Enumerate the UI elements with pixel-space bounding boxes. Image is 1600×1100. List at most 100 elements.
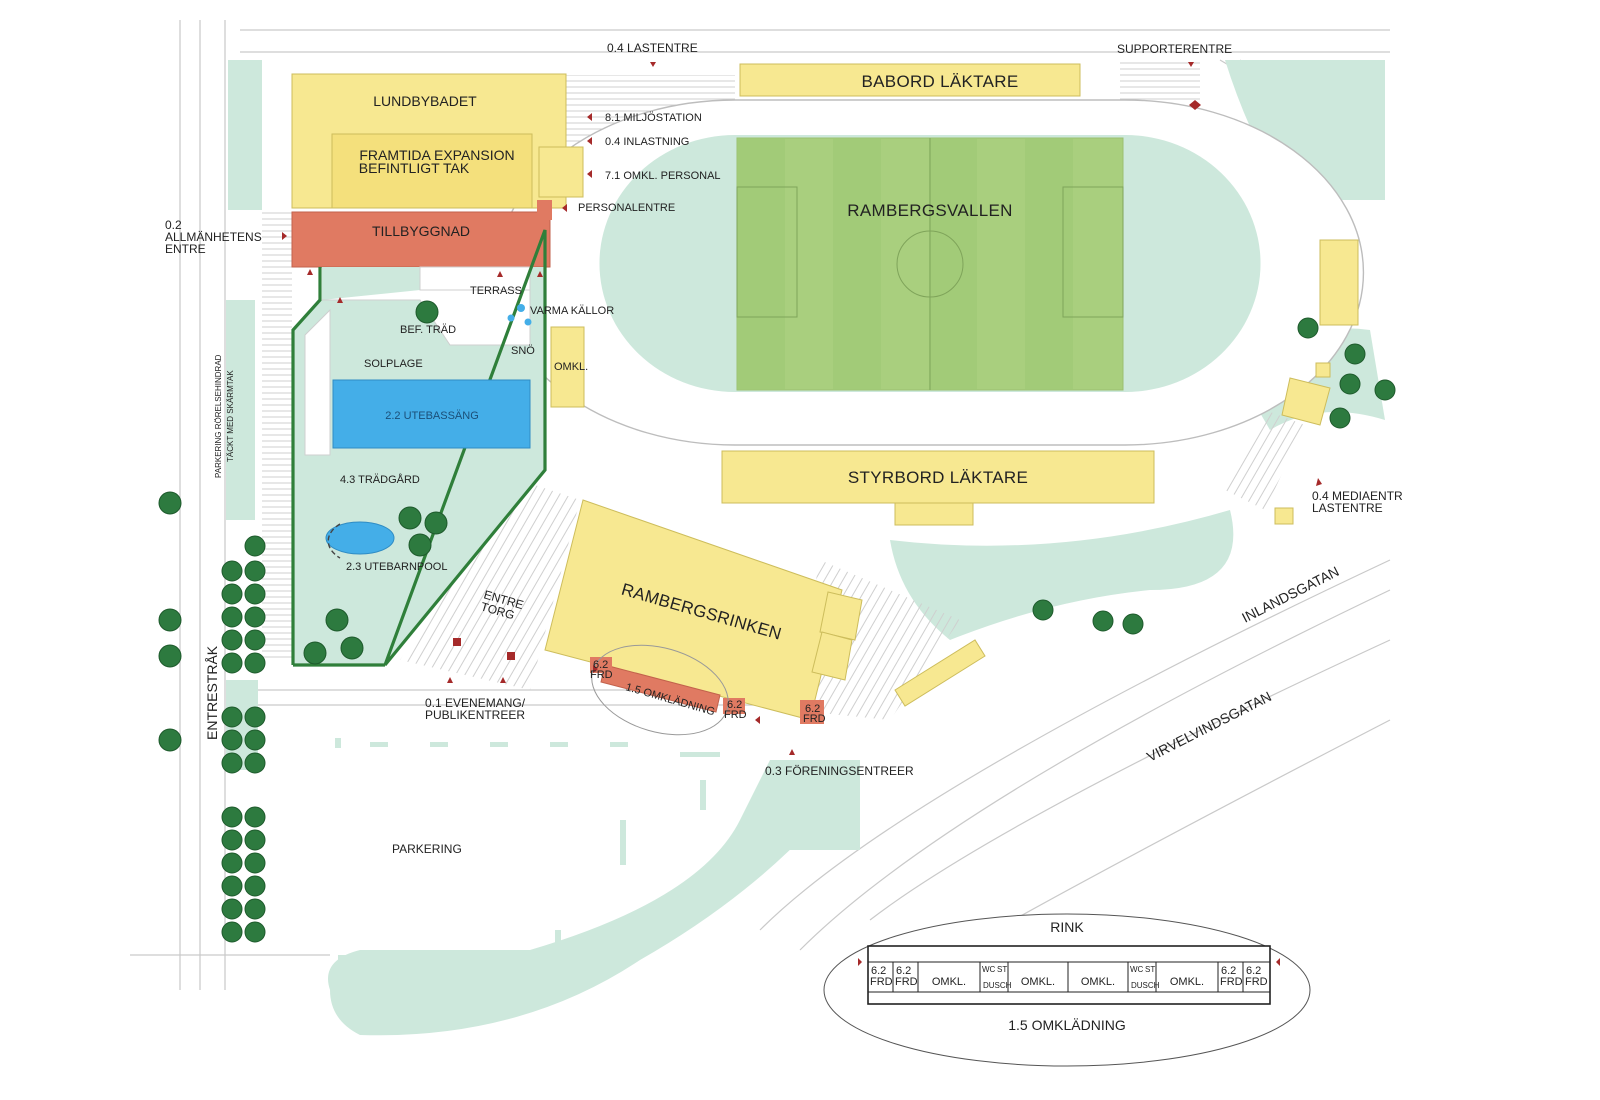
utebarnpool [325,521,395,555]
tree-icon [158,728,182,752]
tree-icon [221,729,243,751]
babord-laktare [739,63,1081,97]
label-lastentre-top: 0.4 LASTENTRE [607,41,698,55]
entry-markers [282,62,1322,755]
inset-st-2: ST [1145,965,1155,974]
tree-icon [244,875,266,897]
tree-icon [221,752,243,774]
label-solplage: SOLPLAGE [364,358,423,370]
inset-frd-2-num: 6.2 [896,965,911,977]
lundbybadet-building: LUNDBYBADET FRAMTIDA EXPANSION BEFINTLIG… [291,73,584,301]
label-tillbyggnad: TILLBYGGNAD [372,223,470,239]
tree-icon [244,921,266,943]
label-befintligt-tak: BEFINTLIGT TAK [359,160,470,176]
label-foreningsentreer: 0.3 FÖRENINGSENTREER [765,764,914,778]
outdoor-area [291,229,585,667]
tree-icon [221,921,243,943]
tree-icon [1092,610,1114,632]
inset-frd-3-num: 6.2 [1221,965,1236,977]
label-entrestrak: ENTRESTRÅK [204,645,220,740]
tree-icon [244,852,266,874]
tree-icon [244,535,266,557]
label-inlandsgatan: INLANDSGATAN [1239,563,1341,626]
label-allmanhetens-1: 0.2 [165,218,182,232]
label-virvelvindsgatan: VIRVELVINDSGATAN [1144,688,1274,765]
inset-frd-4-num: 6.2 [1246,965,1261,977]
tree-icon [244,606,266,628]
tree-icon [221,852,243,874]
inset-frd-3-txt: FRD [1220,976,1243,988]
label-sno: SNÖ [511,345,535,357]
stands: BABORD LÄKTARE STYRBORD LÄKTARE [721,63,1155,526]
inset-omkladning: RINK 6.2 FRD 6.2 FRD OMKL. WC ST DUSCH O… [823,913,1311,1067]
tree-icon [244,629,266,651]
tree-icon [415,300,439,324]
label-supporterentre: SUPPORTERENTRE [1117,42,1232,56]
tillbyggnad [291,211,551,268]
parking-lot [335,738,720,965]
tree-icon [244,729,266,751]
label-utebassang: 2.2 UTEBASSÄNG [385,410,479,422]
tree-icon [424,511,448,535]
label-allmanhetens-2: ALLMÄNHETENS [165,230,262,244]
tree-icon [221,875,243,897]
trees [158,300,1396,943]
tree-icon [221,829,243,851]
rambergsrinken: RAMBERGSRINKEN [544,499,986,736]
tree-icon [325,608,349,632]
label-mediaentre-2: LASTENTRE [1312,501,1383,515]
label-frd-2-txt: FRD [724,709,747,721]
inset-room-2: OMKL. [1021,976,1055,988]
tree-icon [244,806,266,828]
tree-icon [1374,379,1396,401]
omkl-building [550,326,585,408]
label-frd-2-num: 6.2 [727,699,742,711]
tree-icon [1339,373,1361,395]
inset-wc-2: WC [1130,965,1144,974]
inset-dusch-1: DUSCH [983,981,1012,990]
inset-frd-4-txt: FRD [1245,976,1268,988]
tree-icon [221,806,243,828]
tree-icon [398,506,422,530]
inset-room-4: OMKL. [1170,976,1204,988]
label-styrbord-laktare: STYRBORD LÄKTARE [848,468,1028,487]
inset-room-1: OMKL. [932,976,966,988]
label-inlastning: 0.4 INLASTNING [605,136,689,148]
tree-icon [408,533,432,557]
inset-st-1: ST [997,965,1007,974]
tree-icon [303,641,327,665]
inset-frd-2-txt: FRD [895,976,918,988]
stadium: RAMBERGSVALLEN [495,99,1365,446]
tree-icon [244,706,266,728]
tree-icon [221,560,243,582]
label-babord-laktare: BABORD LÄKTARE [862,72,1019,91]
tree-icon [244,583,266,605]
tree-icon [244,752,266,774]
tree-icon [244,829,266,851]
inset-wc-1: WC [982,965,996,974]
label-frd-1-num: 6.2 [593,659,608,671]
tree-icon [1344,343,1366,365]
label-lundbybadet: LUNDBYBADET [373,93,477,109]
tree-icon [1122,613,1144,635]
east-buildings [1274,239,1359,525]
styrbord-laktare [721,450,1155,504]
label-framtida-expansion: FRAMTIDA EXPANSION [359,147,514,163]
label-frd-3-txt: FRD [803,713,826,725]
tree-icon [244,652,266,674]
label-parkering: PARKERING [392,842,462,856]
label-omkl: OMKL. [554,361,588,373]
label-varma-kallor: VARMA KÄLLOR [530,305,614,317]
inset-dusch-2: DUSCH [1131,981,1160,990]
label-personalentre: PERSONALENTRE [578,202,675,214]
tree-icon [244,898,266,920]
tree-icon [221,583,243,605]
label-evenemang-1: 0.1 EVENEMANG/ [425,696,526,710]
tree-icon [221,652,243,674]
tree-icon [1032,599,1054,621]
tree-icon [158,491,182,515]
label-evenemang-2: PUBLIKENTREER [425,708,525,722]
label-rambergsvallen: RAMBERGSVALLEN [847,201,1012,220]
tree-icon [221,898,243,920]
